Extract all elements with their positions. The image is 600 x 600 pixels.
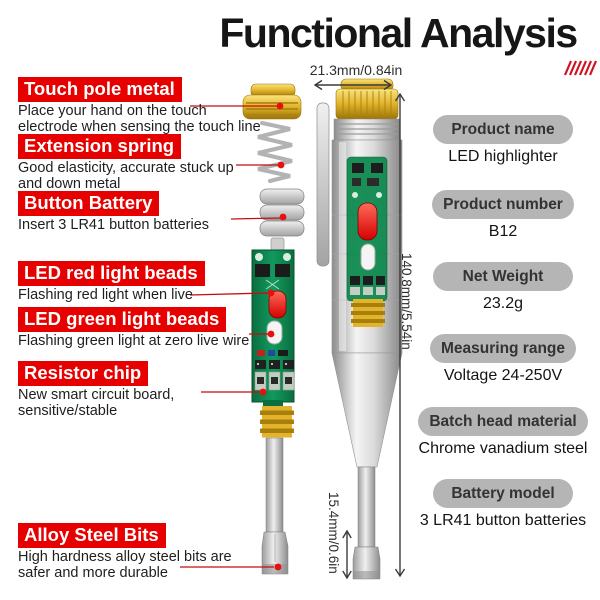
gold-thread-assembled	[351, 299, 385, 327]
extension-spring	[257, 121, 293, 183]
callout-description: New smart circuit board, sensitive/stabl…	[18, 387, 175, 419]
callout-label: Touch pole metal	[18, 77, 182, 102]
callout-description: Good elasticity, accurate stuck up and d…	[18, 160, 234, 192]
spec-value: Voltage 24-250V	[443, 367, 563, 384]
callout-led-green-light-beads: LED green light beads Flashing green lig…	[18, 307, 249, 350]
spec-product-number: Product number B12	[412, 190, 594, 241]
callout-led-red-light-beads: LED red light beads Flashing red light w…	[18, 261, 205, 304]
spec-value: 3 LR41 button batteries	[419, 512, 587, 529]
callout-label: Button Battery	[18, 191, 160, 216]
page-title: Functional Analysis	[219, 10, 578, 56]
callout-leader-lines	[180, 105, 281, 568]
callout-anchor-dots	[259, 102, 287, 571]
pocket-clip	[316, 102, 330, 267]
gold-thread-screw	[260, 406, 294, 438]
callout-button-battery: Button Battery Insert 3 LR41 button batt…	[18, 191, 209, 234]
red-slashes-decoration	[563, 60, 598, 76]
exploded-pen-illustration	[242, 83, 305, 575]
spec-battery-model: Battery model 3 LR41 button batteries	[412, 479, 594, 530]
pen-body	[331, 139, 403, 354]
red-led	[268, 290, 287, 319]
callout-description: High hardness alloy steel bits are safer…	[18, 549, 232, 581]
dimension-tip-length-label: 15.4mm/0.6in	[326, 492, 341, 574]
spec-label-pill: Measuring range	[429, 334, 577, 363]
callout-description: Place your hand on the touch electrode w…	[18, 103, 261, 135]
callout-resistor-chip: Resistor chip New smart circuit board, s…	[18, 361, 174, 419]
green-led-bulb	[266, 320, 283, 345]
callout-label: LED red light beads	[18, 261, 205, 286]
spec-value: Chrome vanadium steel	[418, 440, 588, 457]
callout-label: Resistor chip	[18, 361, 149, 386]
spec-label-pill: Product number	[432, 190, 574, 219]
spec-label-pill: Product name	[433, 115, 573, 144]
spec-net-weight: Net Weight 23.2g	[412, 262, 594, 313]
alloy-steel-bit	[261, 437, 289, 575]
callout-touch-pole-metal: Touch pole metal Place your hand on the …	[18, 77, 261, 135]
callout-description: Flashing red light when live	[18, 287, 193, 303]
button-batteries	[259, 188, 305, 237]
spec-measuring-range: Measuring range Voltage 24-250V	[412, 334, 594, 385]
dimension-lines	[313, 79, 406, 580]
red-led-assembled	[357, 202, 378, 241]
spec-product-name: Product name LED highlighter	[412, 115, 594, 166]
circuit-board	[251, 249, 295, 406]
spec-label-pill: Batch head material	[418, 407, 588, 436]
dimension-cap-width-label: 21.3mm/0.84in	[309, 62, 403, 78]
callout-label: Alloy Steel Bits	[18, 523, 166, 548]
callout-label: LED green light beads	[18, 307, 227, 332]
spec-value: B12	[488, 223, 518, 240]
callout-description: Flashing green light at zero live wire	[18, 333, 250, 349]
assembled-pen-illustration	[316, 78, 403, 580]
probe-tip-assembled	[352, 466, 381, 580]
spec-value: 23.2g	[482, 295, 524, 312]
callout-alloy-steel-bits: Alloy Steel Bits High hardness alloy ste…	[18, 523, 232, 581]
callout-label: Extension spring	[18, 134, 182, 159]
green-led-bulb-assembled	[360, 243, 376, 271]
knurled-collar	[333, 118, 401, 141]
touch-pole-cap	[242, 83, 302, 120]
taper-cone	[331, 352, 403, 468]
callout-description: Insert 3 LR41 button batteries	[18, 217, 210, 233]
spec-value: LED highlighter	[448, 148, 558, 165]
spec-batch-head-material: Batch head material Chrome vanadium stee…	[412, 407, 594, 458]
dimension-total-length-label: 140.8mm/5.54in	[399, 253, 414, 350]
spec-label-pill: Battery model	[433, 479, 573, 508]
callout-extension-spring: Extension spring Good elasticity, accura…	[18, 134, 234, 192]
spec-label-pill: Net Weight	[433, 262, 573, 291]
resistor-chips	[254, 360, 295, 391]
